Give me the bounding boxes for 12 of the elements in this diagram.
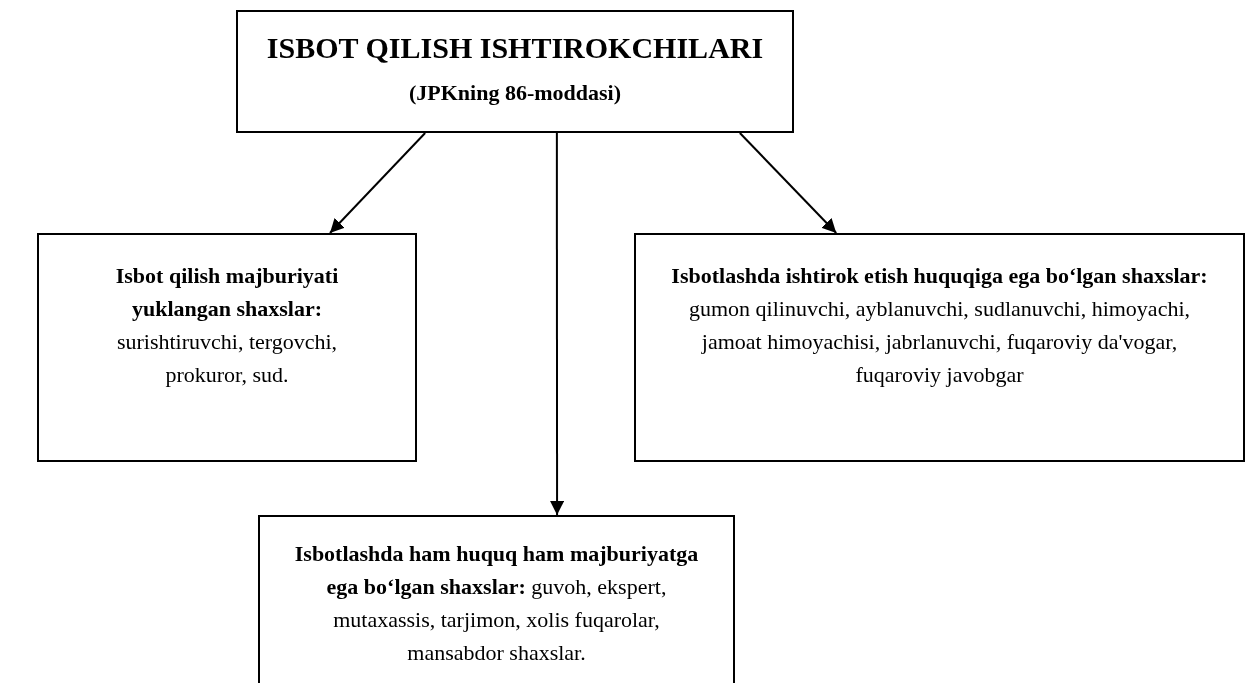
text-box	[258, 515, 735, 683]
box-text: Isbotlashda ishtirok etish huquqiga ega bo‘lgan shaxslar: gumon qilinuvchi, ayblanuvchi, sudlanuvchi, himoyachi, jamoat himoyachisi, jabrlanuvchi, fuqaroviy da'vogar, fuqaroviy javobgar	[670, 262, 1209, 389]
heading: ISBOT QILISH ISHTIROKCHILARI	[266, 30, 764, 66]
arrow	[550, 132, 565, 516]
subheading: (JPKning 86-moddasi)	[408, 79, 622, 107]
box-text: Isbot qilish majburiyati yuklangan shaxslar: surishtiruvchi, tergovchi, prokuror, sud.	[114, 262, 340, 389]
arrow	[329, 132, 427, 234]
text-box	[37, 233, 417, 462]
box-text: Isbotlashda ham huquq ham majburiyatga ega bo‘lgan shaxslar: guvoh, ekspert, mutaxassis, tarjimon, xolis fuqarolar, mansabdor shaxslar.	[293, 540, 700, 667]
arrow	[738, 132, 838, 234]
text-box	[236, 10, 794, 133]
text-box	[634, 233, 1245, 462]
